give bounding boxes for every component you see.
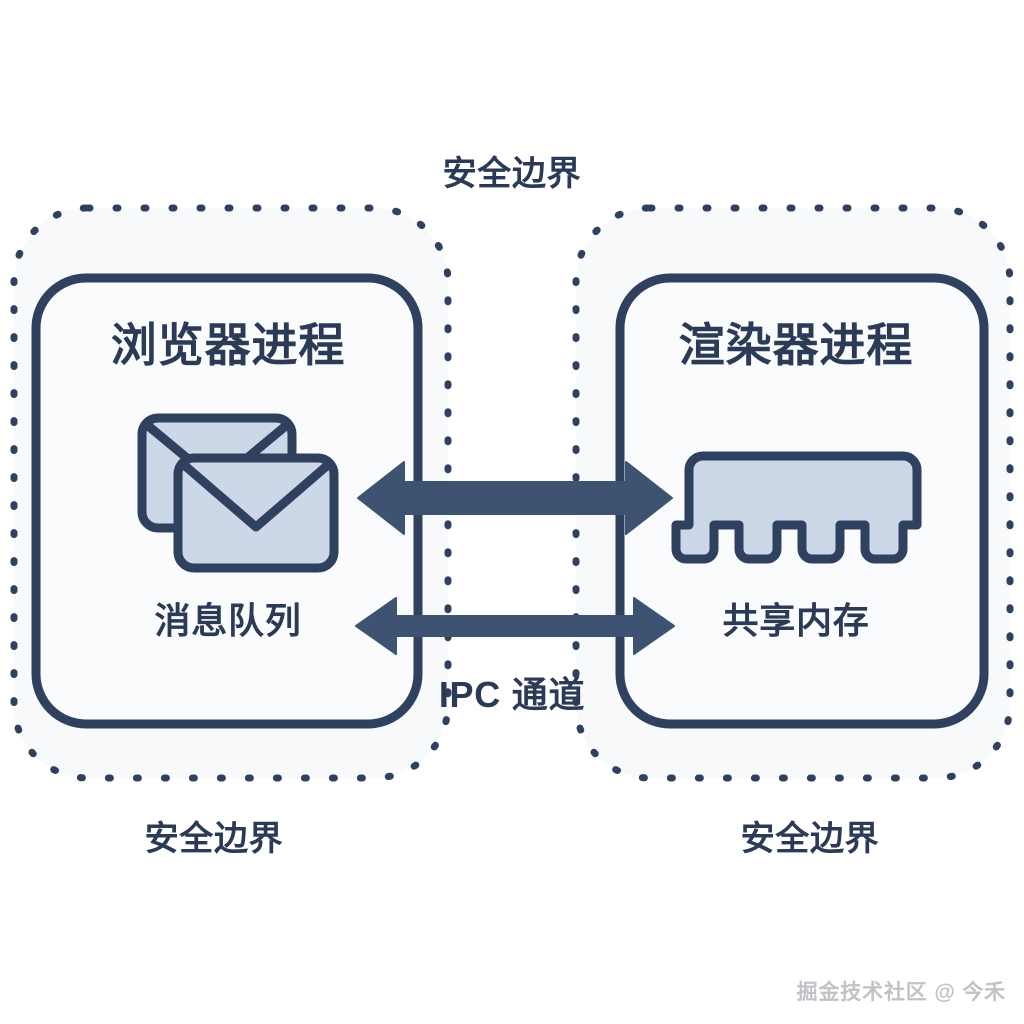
browser-process-title: 浏览器进程 [110, 319, 346, 371]
ipc-channel-label: IPC 通道 [438, 674, 586, 715]
security-boundary-right-label: 安全边界 [740, 820, 880, 858]
ipc-arrow-thick [357, 461, 673, 535]
security-boundary-top-label: 安全边界 [442, 155, 582, 193]
envelopes-icon [137, 413, 339, 573]
watermark: 掘金技术社区 @ 今禾 [796, 981, 1006, 1004]
security-boundary-left-label: 安全边界 [144, 820, 284, 858]
shared-memory-label: 共享内存 [722, 600, 870, 641]
ipc-arrow-thin [355, 597, 675, 655]
renderer-process-title: 渲染器进程 [678, 319, 914, 371]
memory-stick-icon [671, 451, 922, 564]
message-queue-label: 消息队列 [154, 600, 302, 641]
